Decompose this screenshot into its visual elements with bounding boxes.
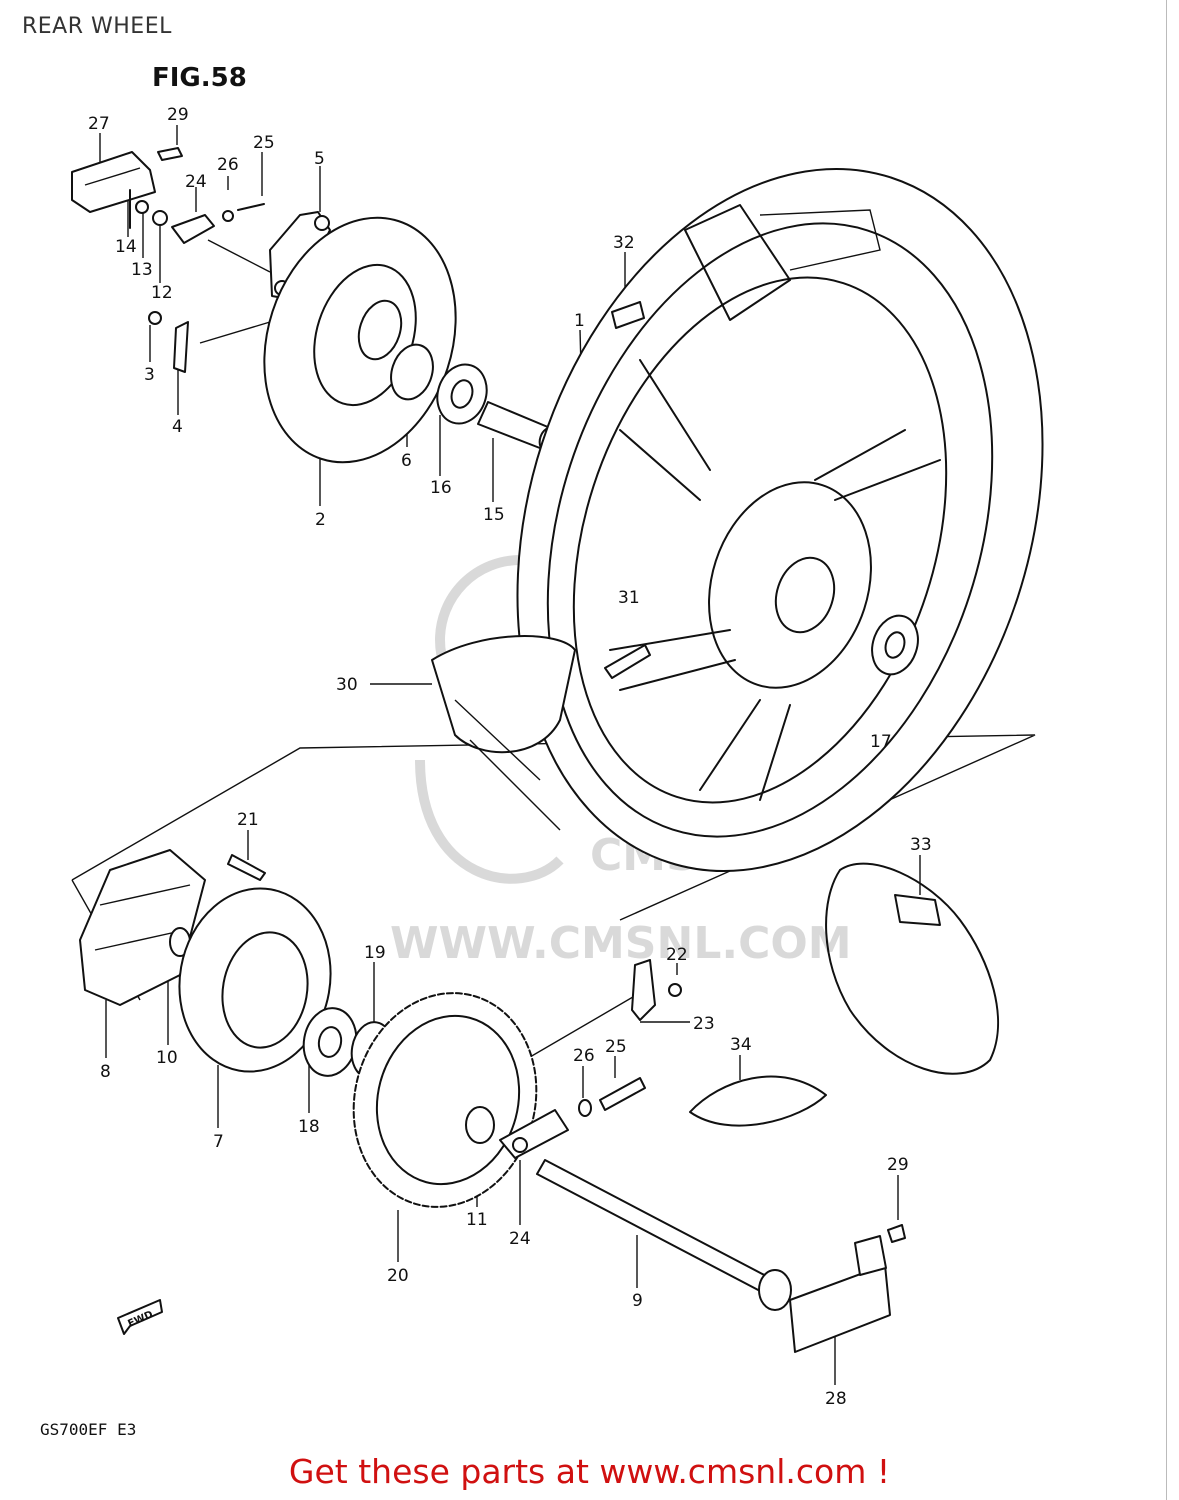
callout-labels: 27 29 26 25 5 24 14 13 12 3 4 6 16 15 2 …	[88, 105, 932, 1409]
fwd-arrow-icon: FWD	[117, 1299, 163, 1335]
callout-8: 8	[100, 1062, 111, 1082]
callout-12: 12	[151, 283, 173, 303]
callout-20: 20	[387, 1266, 409, 1286]
wheel-bearing-right	[871, 614, 919, 676]
callout-30: 30	[336, 675, 358, 695]
callout-31: 31	[618, 588, 640, 608]
model-code: GS700EF E3	[40, 1420, 137, 1439]
watermark-url-text: WWW.CMSNL.COM	[390, 918, 852, 969]
brake-disc-upper	[263, 216, 457, 464]
callout-26: 26	[217, 155, 239, 175]
frame-border	[1166, 0, 1167, 1500]
parts-store-banner[interactable]: Get these parts at www.cmsnl.com !	[288, 1452, 891, 1491]
chain-adjuster-right	[499, 959, 682, 1159]
callout-34: 34	[730, 1035, 752, 1055]
callout-9: 9	[632, 1291, 643, 1311]
figure-number: FIG.58	[152, 63, 247, 93]
callout-6: 6	[401, 451, 412, 471]
callout-2: 2	[315, 510, 326, 530]
callout-32: 32	[613, 233, 635, 253]
rear-axle	[536, 1159, 792, 1311]
callout-5: 5	[314, 149, 325, 169]
valve-and-air-valve	[604, 301, 651, 679]
callout-23: 23	[693, 1014, 715, 1034]
callout-33: 33	[910, 835, 932, 855]
callout-15: 15	[483, 505, 505, 525]
callout-16: 16	[430, 478, 452, 498]
chain-guard-plate	[789, 1224, 906, 1353]
inner-tube	[689, 1075, 827, 1127]
callout-18: 18	[298, 1117, 320, 1137]
callout-29: 29	[167, 105, 189, 125]
callout-24-b: 24	[509, 1229, 531, 1249]
callout-25: 25	[253, 133, 275, 153]
tire-cutaway	[431, 635, 576, 831]
callout-24: 24	[185, 172, 207, 192]
callout-21: 21	[237, 810, 259, 830]
callout-29-b: 29	[887, 1155, 909, 1175]
callout-4: 4	[172, 417, 183, 437]
callout-14: 14	[115, 237, 137, 257]
callout-27: 27	[88, 114, 110, 134]
brake-hose-clamp	[71, 147, 265, 244]
rear-wheel-and-tire	[516, 168, 1044, 872]
callout-13: 13	[131, 260, 153, 280]
torque-link-bolt-and-plate	[148, 311, 189, 373]
callout-28: 28	[825, 1389, 847, 1409]
callout-19: 19	[364, 943, 386, 963]
callout-26-b: 26	[573, 1046, 595, 1066]
rear-sprocket	[352, 992, 538, 1208]
callout-17: 17	[870, 732, 892, 752]
drive-chain	[825, 862, 999, 1075]
callout-1: 1	[574, 311, 585, 331]
callout-25-b: 25	[605, 1037, 627, 1057]
cush-drive-damper	[79, 849, 206, 1006]
sprocket-drum	[178, 887, 332, 1073]
hub-collar-and-bearing	[390, 343, 488, 425]
callout-3: 3	[144, 365, 155, 385]
callout-11: 11	[466, 1210, 488, 1230]
callout-10: 10	[156, 1048, 178, 1068]
callout-7: 7	[213, 1132, 224, 1152]
page-title: REAR WHEEL	[22, 14, 172, 39]
callout-22: 22	[666, 945, 688, 965]
